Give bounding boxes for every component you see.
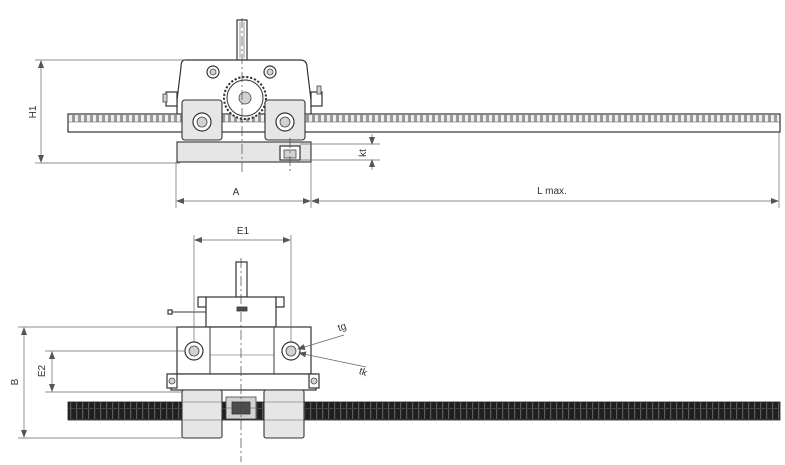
screw-icon <box>206 65 277 79</box>
bottom-roller-block-left <box>181 389 223 439</box>
bottom-roller-block-right <box>263 389 305 439</box>
label-tk: tk <box>357 366 369 379</box>
bottom-dimensions <box>18 235 367 439</box>
bottom-shaft <box>235 261 248 298</box>
label-h1: H1 <box>28 105 39 118</box>
top-base-plate <box>176 141 312 163</box>
label-kt: kt <box>358 149 369 157</box>
label-e1: E1 <box>237 226 250 237</box>
label-e2: E2 <box>37 364 48 377</box>
top-dimensions <box>35 59 780 208</box>
bottom-rack <box>67 401 781 421</box>
pinion-gear-icon <box>223 76 267 120</box>
mounting-hole-icon <box>184 341 301 361</box>
label-a: A <box>233 187 240 198</box>
bottom-view <box>67 258 781 462</box>
label-tg: tg <box>336 321 348 334</box>
label-b: B <box>10 378 21 385</box>
top-view <box>67 18 781 172</box>
label-l-max: L max. <box>537 186 567 197</box>
